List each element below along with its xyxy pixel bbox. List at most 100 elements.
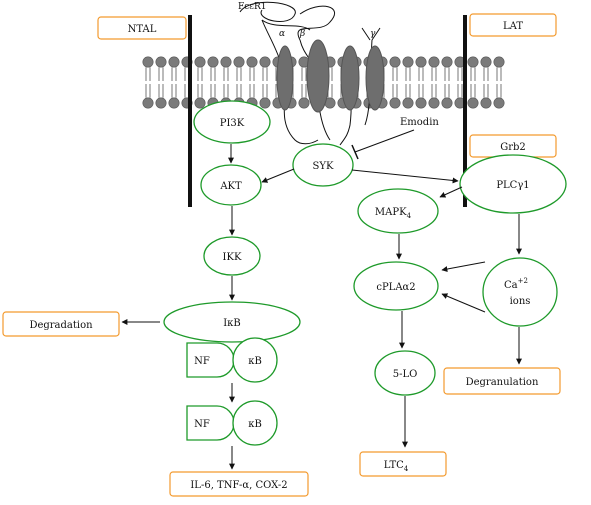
lipid-head — [207, 56, 219, 68]
ltc4-label: LTC4 — [384, 460, 409, 473]
receptor-alpha-subunit — [276, 45, 294, 111]
receptor-gamma-tails — [361, 27, 381, 41]
receptor-beta-subunit — [306, 39, 330, 113]
lipid-head — [142, 97, 154, 109]
cpla2-label: cPLAα2 — [376, 282, 415, 293]
pi3k-node: PI3K — [193, 100, 271, 144]
grb2-label: Grb2 — [500, 142, 526, 153]
emodin-inhibit-line — [354, 129, 415, 153]
syk-label: SYK — [313, 161, 334, 172]
mapk4-label: MAPK4 — [375, 207, 412, 220]
arrow-syk-plcg1 — [351, 169, 459, 184]
lipid-head — [194, 97, 206, 109]
degranulation-box: Degranulation — [443, 367, 561, 395]
lipid-head — [168, 97, 180, 109]
gamma-label: γ — [370, 29, 376, 39]
emodin-inhibit-bar — [351, 144, 359, 160]
lipid-head — [155, 97, 167, 109]
lipid-head — [194, 56, 206, 68]
kb-label-1: κB — [248, 356, 262, 367]
calcium-ions-node: Ca+2 ions — [482, 257, 558, 327]
lipid-head — [298, 97, 310, 109]
lipid-head — [428, 97, 440, 109]
kb-subunit-1 — [232, 337, 278, 383]
grb2-box: Grb2 — [469, 134, 557, 158]
lipid-head — [480, 97, 492, 109]
pi3k-label: PI3K — [220, 118, 245, 129]
ikk-label: IKK — [223, 252, 242, 263]
lipid-head — [259, 56, 271, 68]
fcer1-receptor: FcεR1 α β γ — [238, 1, 385, 146]
ntal-anchor-bar — [188, 15, 192, 207]
arrow-calcium-cpla2-top — [441, 261, 486, 272]
ltc4-box: LTC4 — [359, 451, 447, 477]
arrow-calcium-cpla2-bottom — [441, 293, 486, 313]
receptor-gamma-subunit-2 — [365, 45, 385, 111]
degradation-label: Degradation — [29, 320, 93, 331]
emodin-label: Emodin — [400, 117, 439, 128]
plcg1-node: PLCγ1 — [459, 154, 567, 214]
lipid-head — [402, 97, 414, 109]
lipid-head — [259, 97, 271, 109]
calcium-label: Ca+2 — [504, 277, 528, 291]
ions-label: ions — [510, 296, 531, 307]
receptor-gamma-subunit-1 — [340, 45, 360, 111]
5lo-node: 5-LO — [374, 350, 436, 396]
fcer1-label: FcεR1 — [238, 2, 266, 12]
cpla2-node: cPLAα2 — [353, 261, 439, 311]
lipid-head — [467, 56, 479, 68]
ikb-label: IκB — [223, 318, 241, 329]
lipid-head — [168, 56, 180, 68]
lipid-head — [493, 97, 505, 109]
emodin-inhibition: Emodin — [351, 117, 439, 160]
mapk4-node: MAPK4 — [357, 188, 439, 234]
arrow-syk-akt — [261, 168, 295, 183]
syk-node: SYK — [292, 143, 354, 187]
akt-label: AKT — [219, 181, 242, 192]
ntal-box: NTAL — [97, 16, 187, 40]
ikb-node: IκB — [163, 301, 301, 343]
lipid-head — [467, 97, 479, 109]
receptor-loop-line — [239, 1, 336, 41]
lipid-head — [389, 97, 401, 109]
lipid-head — [246, 56, 258, 68]
cytokines-box: IL-6, TNF-α, COX-2 — [169, 471, 309, 497]
nf-label-2: NF — [194, 419, 210, 430]
lipid-head — [441, 97, 453, 109]
ntal-label: NTAL — [128, 24, 157, 35]
receptor-alpha-chain-line — [261, 19, 319, 145]
alpha-label: α — [279, 29, 285, 39]
kb-label-2: κB — [248, 419, 262, 430]
lipid-head — [233, 56, 245, 68]
lipid-head — [142, 56, 154, 68]
pathway-arrows — [121, 144, 522, 470]
lat-label: LAT — [503, 21, 523, 32]
5lo-label: 5-LO — [393, 369, 418, 380]
lipid-head — [415, 97, 427, 109]
lipid-head — [441, 56, 453, 68]
lipid-head — [402, 56, 414, 68]
lipid-head — [415, 56, 427, 68]
lipid-head — [428, 56, 440, 68]
lipid-head — [389, 56, 401, 68]
lat-anchor-bar — [463, 15, 467, 207]
degranulation-label: Degranulation — [466, 377, 539, 388]
nfkb-complex-1: NF κB — [186, 337, 278, 383]
arrow-plcg1-mapk4 — [439, 186, 463, 198]
akt-node: AKT — [200, 164, 262, 206]
lipid-head — [480, 56, 492, 68]
cytokines-label: IL-6, TNF-α, COX-2 — [190, 480, 287, 491]
ikk-node: IKK — [203, 236, 261, 276]
degradation-box: Degradation — [2, 311, 120, 337]
nf-label-1: NF — [194, 356, 210, 367]
plcg1-label: PLCγ1 — [496, 180, 529, 191]
lat-box: LAT — [469, 13, 557, 37]
nfkb-complex-2: NF κB — [186, 400, 278, 446]
lipid-head — [220, 56, 232, 68]
lipid-head — [155, 56, 167, 68]
lipid-head — [493, 56, 505, 68]
kb-subunit-2 — [232, 400, 278, 446]
beta-label: β — [299, 29, 305, 39]
